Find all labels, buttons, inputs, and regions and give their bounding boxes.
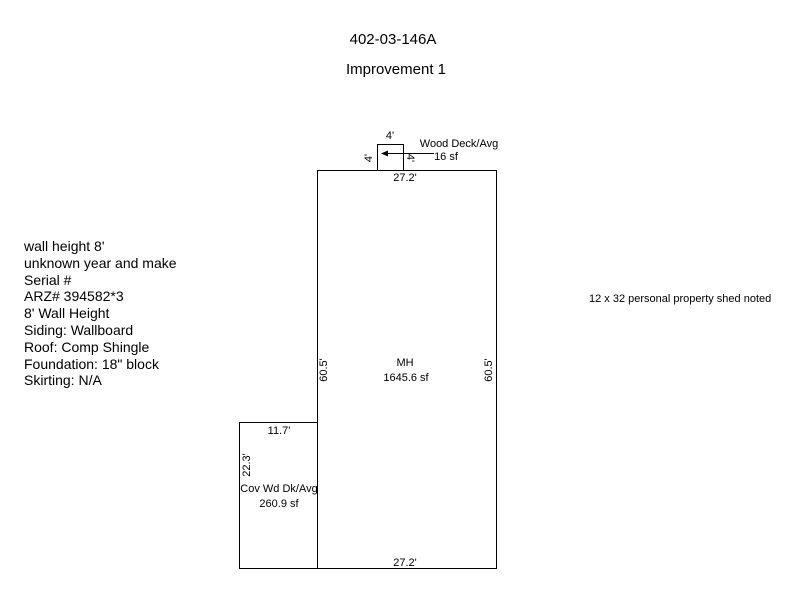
main-area-size: 1645.6 sf [383,372,429,384]
main-right-dim: 60.5' [483,358,495,382]
note-line: wall height 8' [24,238,105,254]
deck-pointer-arrowhead [381,150,388,157]
covered-deck-left-dim: 22.3' [241,453,253,477]
main-area-name: MH [396,357,413,369]
deck-top-dim: 4' [386,130,394,142]
note-line: 8' Wall Height [24,305,110,322]
wood-deck-outline [377,144,404,171]
covered-deck-top-dim: 11.7' [268,425,291,437]
main-top-dim: 27.2' [393,172,417,184]
deck-area: 16 sf [434,151,459,163]
main-bottom-dim: 27.2' [393,557,417,569]
note-line: ARZ# 394582*3 [24,288,124,305]
covered-deck-area: 260.9 sf [259,498,299,510]
note-line: Siding: Wallboard [24,321,134,338]
note-line: Foundation: 18" block [24,355,159,372]
covered-deck-name: Cov Wd Dk/Avg [240,483,317,495]
covered-deck-outline [239,422,318,569]
improvement-title: Improvement 1 [345,61,447,78]
note-line: Skirting: N/A [24,372,102,389]
deck-right-dim: 4' [404,154,416,162]
deck-name: Wood Deck/Avg [420,138,498,150]
note-line: Serial # [24,271,72,288]
shed-note: 12 x 32 personal property shed noted [589,293,772,305]
main-left-dim: 60.5' [318,358,330,382]
main-area-outline [317,170,497,569]
improvement-notes: wall height 8' unknown year and make Ser… [24,238,177,389]
parcel-id: 402-03-146A [349,31,437,48]
note-line: Roof: Comp Shingle [24,338,150,355]
note-line: unknown year and make [24,254,177,271]
deck-left-dim: 4' [363,154,375,162]
